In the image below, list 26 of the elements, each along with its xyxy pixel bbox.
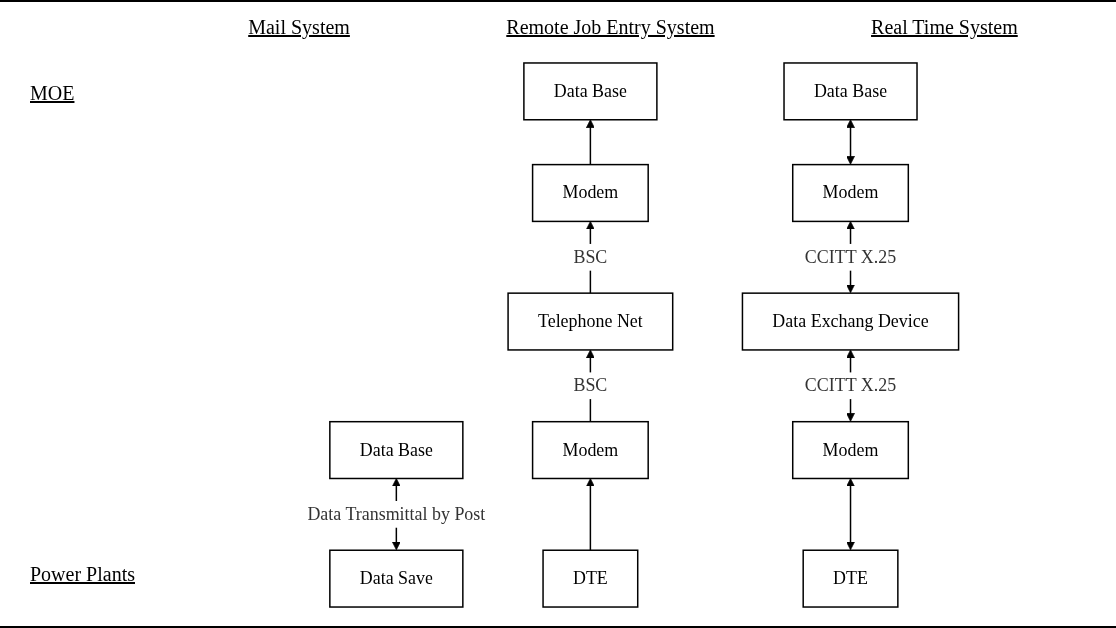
column-heading: Mail System — [248, 16, 350, 39]
edge-label: BSC — [573, 246, 608, 267]
node-box: Modem — [531, 420, 649, 479]
node-box: DTE — [542, 549, 639, 608]
node-box: Modem — [531, 163, 649, 222]
node-box: DTE — [802, 549, 899, 608]
node-box: Modem — [792, 163, 910, 222]
edge-label: CCITT X.25 — [804, 374, 897, 395]
edge-label: Data Transmittal by Post — [307, 503, 486, 524]
row-heading: MOE — [30, 82, 76, 105]
edge-label: CCITT X.25 — [804, 246, 897, 267]
node-box: Data Base — [523, 61, 658, 120]
node-box: Telephone Net — [507, 291, 674, 351]
edge-label: BSC — [573, 374, 608, 395]
node-box: Data Base — [783, 61, 918, 120]
arrow — [586, 118, 595, 165]
column-heading: Real Time System — [871, 16, 1018, 39]
arrow — [846, 118, 855, 165]
row-heading: Power Plants — [30, 563, 136, 586]
node-box: Data Base — [329, 420, 464, 479]
node-box: Data Save — [329, 549, 464, 608]
arrow — [586, 477, 595, 551]
node-box: Modem — [792, 420, 910, 479]
column-heading: Remote Job Entry System — [506, 16, 715, 39]
arrow — [846, 477, 855, 550]
node-box: Data Exchang Device — [741, 291, 960, 351]
